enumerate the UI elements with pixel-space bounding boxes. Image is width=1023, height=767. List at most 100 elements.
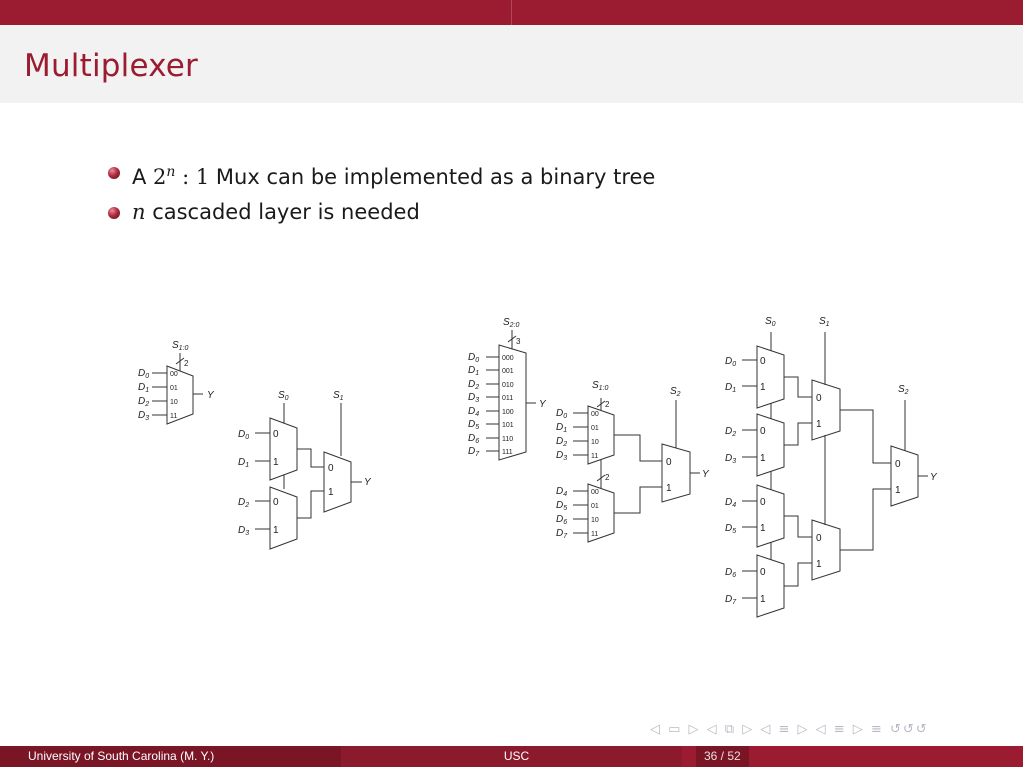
mux8-symbol-code: 011 [502,395,513,402]
mux8-hier-input: D6 [556,514,567,526]
mux8-tree-port: 0 [816,533,822,544]
mux8-symbol-width: 3 [516,337,521,346]
mux4-tree-output: Y [364,477,372,488]
mux8-hier-width: 2 [605,473,610,482]
mux8-hier-width: 2 [605,400,610,409]
mux8-symbol-input: D0 [468,352,479,364]
mux8-symbol-input: D4 [468,406,479,418]
mux8-hier-select: S1:0 [592,380,609,392]
mux8-tree-input: D3 [725,453,736,465]
footer-author: University of South Carolina (M. Y.) [0,746,341,767]
mux4-tree-port: 0 [273,497,279,508]
mux8-tree-select: S1 [819,316,830,328]
mux8-symbol-code: 010 [502,382,514,389]
mux4-symbol-input: D3 [138,410,149,422]
mux4-tree-select: S0 [278,390,289,402]
mux4-symbol-code: 11 [170,413,177,420]
mux8-tree-select: S0 [765,316,776,328]
mux8-symbol-code: 100 [502,409,514,416]
mux8-tree-port: 1 [816,419,822,430]
mux8-hier-code: 00 [591,411,599,418]
mux8-symbol-input: D2 [468,379,479,391]
mux8-hier-input: D0 [556,408,567,420]
mux8-tree-input: D4 [725,497,736,509]
mux4-symbol-code: 10 [170,399,178,406]
mux8-hier-code: 01 [591,503,599,510]
mux8-hier-input: D2 [556,436,567,448]
mux4-tree-port: 1 [273,525,279,536]
mux8-hier-input: D3 [556,450,567,462]
mux8-tree-port: 0 [760,426,766,437]
mux4-symbol [152,353,203,425]
beamer-navigation-icons[interactable]: ◁ ▭ ▷ ◁ ⧉ ▷ ◁ ≡ ▷ ◁ ≡ ▷ ≡ ↺↺↺ [650,722,929,737]
mux8-hier-code: 11 [591,531,598,538]
mux8-hier-code: 10 [591,439,599,446]
mux4-symbol-input: D1 [138,382,149,394]
mux8-hier-output: Y [702,469,710,480]
mux8-tree-port: 0 [760,567,766,578]
mux8-tree-input: D5 [725,523,736,535]
mux8-tree-port: 0 [760,356,766,367]
mux8-tree-input: D1 [725,382,736,394]
mux8-tree-select: S2 [898,384,909,396]
mux8-hier-port: 1 [666,483,672,494]
mux8-hier-code: 00 [591,489,599,496]
mux4-symbol-input: D2 [138,396,149,408]
mux8-hier-code: 01 [591,425,599,432]
mux8-hier-code: 10 [591,517,599,524]
bullet-ball-icon [108,167,120,179]
mux4-tree-port: 0 [328,463,334,474]
mux8-tree-output: Y [930,472,938,483]
mux8-tree-port: 0 [895,459,901,470]
mux8-symbol [486,330,536,461]
mux8-symbol-code: 110 [502,436,513,443]
mux8-tree-port: 0 [816,393,822,404]
mux8-tree-port: 1 [895,485,901,496]
top-header-right [511,0,1023,25]
mux8-tree-input: D6 [725,567,736,579]
top-header-left [0,0,511,25]
frame-title-bar [0,25,1023,103]
mux8-symbol-input: D7 [468,446,480,458]
mux4-tree-input: D2 [238,497,249,509]
mux8-symbol-input: D3 [468,392,479,404]
top-header-bar [0,0,1023,25]
mux4-tree [255,403,362,550]
mux4-tree-input: D0 [238,429,249,441]
mux8-symbol-select: S2:0 [503,317,520,329]
mux4-symbol-code: 01 [170,385,178,392]
mux8-symbol-input: D5 [468,419,479,431]
bullet-list: A 2n : 1 Mux can be implemented as a bin… [108,152,655,232]
mux8-tree-port: 1 [760,453,766,464]
mux4-tree-input: D3 [238,525,249,537]
bullet-ball-icon [108,207,120,219]
bullet-item: n cascaded layer is needed [108,192,655,232]
mux8-hier-input: D7 [556,528,568,540]
footer-page-area: 36 / 52 [682,746,1023,767]
mux4-symbol-code: 00 [170,371,178,378]
footer-institute: USC [341,746,682,767]
frame-title: Multiplexer [24,48,199,84]
mux8-tree-input: D0 [725,356,736,368]
mux8-symbol-code: 001 [502,368,514,375]
footer-bar: University of South Carolina (M. Y.) USC… [0,746,1023,767]
mux8-tree-port: 1 [760,523,766,534]
mux8-symbol-output: Y [539,399,547,410]
mux4-tree-port: 1 [328,487,334,498]
bullet-item: A 2n : 1 Mux can be implemented as a bin… [108,152,655,192]
mux8-tree-port: 1 [760,382,766,393]
mux4-symbol-select: S1:0 [172,340,189,352]
mux4-tree-port: 0 [273,429,279,440]
mux8-symbol-input: D1 [468,365,479,377]
mux8-hier-port: 0 [666,457,672,468]
mux4-symbol-width: 2 [184,359,189,368]
mux8-tree-port: 1 [816,559,822,570]
mux4-symbol-output: Y [207,390,215,401]
mux4-tree-input: D1 [238,457,249,469]
mux8-tree-port: 0 [760,497,766,508]
mux8-hier-input: D4 [556,486,567,498]
mux8-hier-code: 11 [591,453,598,460]
mux8-symbol-input: D6 [468,433,479,445]
mux4-tree-select: S1 [333,390,344,402]
